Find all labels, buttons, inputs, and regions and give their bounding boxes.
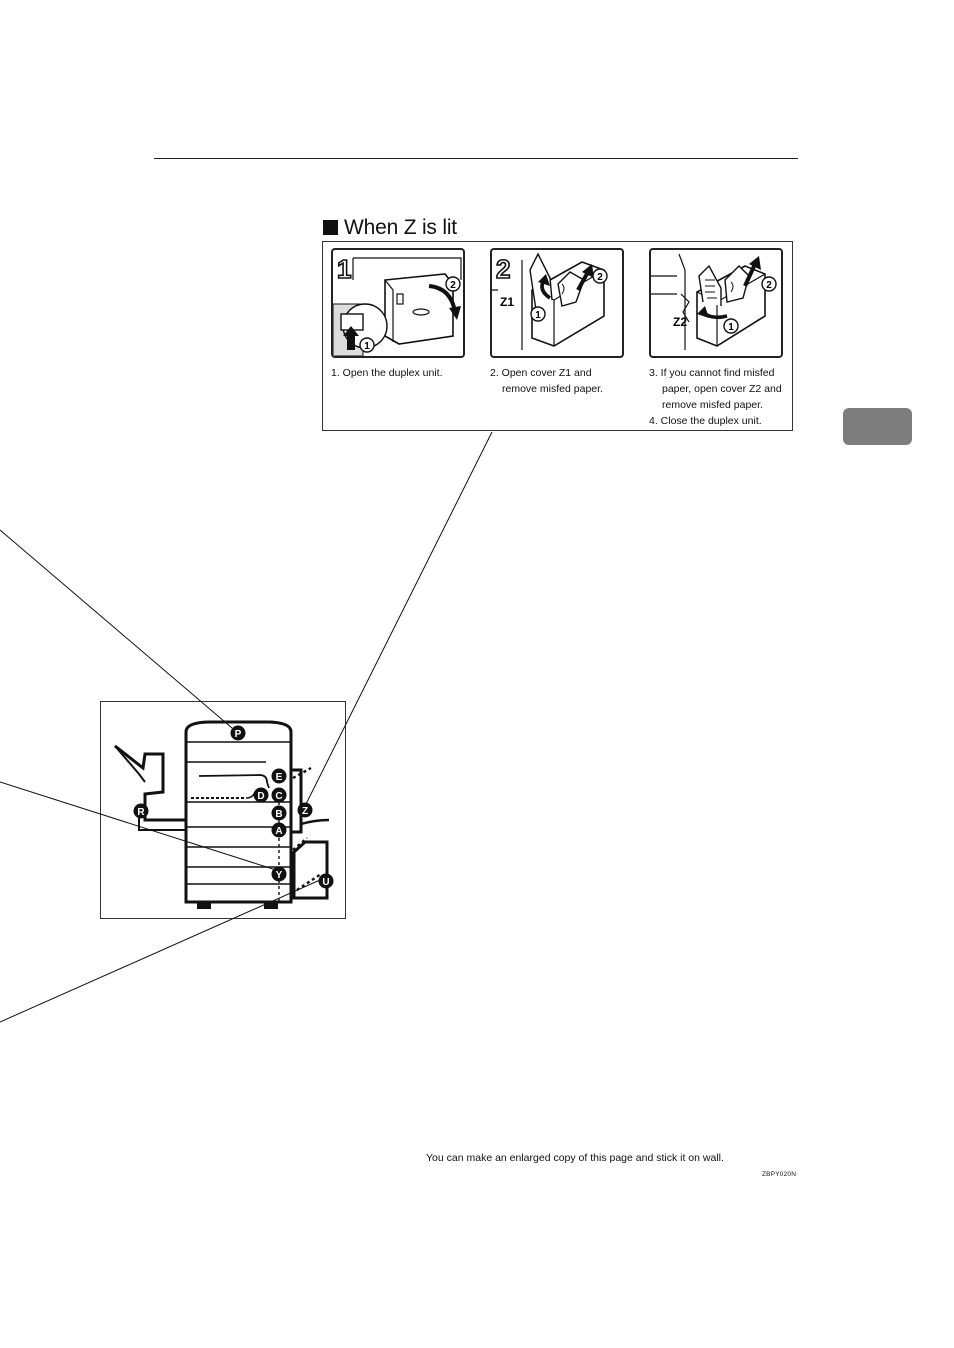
step-2-mark-1: 1 — [535, 310, 541, 321]
step-3-line-3: remove misfed paper. — [662, 399, 763, 411]
label-A: A — [275, 826, 282, 837]
step-2-line-1: 2. Open cover Z1 and — [490, 367, 592, 379]
footer-note: You can make an enlarged copy of this pa… — [426, 1152, 724, 1164]
step-3-cover-label: Z2 — [673, 315, 687, 329]
step-3-mark-2: 2 — [766, 280, 772, 291]
step-2-cover-label: Z1 — [500, 295, 514, 309]
step-3-text: 3. If you cannot find misfed paper, open… — [649, 365, 782, 429]
step-1-text: 1. Open the duplex unit. — [331, 365, 443, 381]
step-2-number: 2 — [496, 254, 510, 284]
image-code: ZBPY020N — [762, 1171, 797, 1178]
label-Z: Z — [302, 806, 308, 817]
section-heading: When Z is lit — [323, 214, 457, 242]
label-B: B — [275, 809, 282, 820]
label-P: P — [235, 729, 242, 740]
step-1-mark-2: 2 — [450, 280, 456, 291]
label-R: R — [137, 807, 145, 818]
step-3-mark-1: 1 — [728, 322, 734, 333]
top-rule — [154, 158, 798, 159]
step-2-illustration: 2 Z1 1 2 — [490, 248, 624, 358]
step-1-line-1: 1. Open the duplex unit. — [331, 367, 443, 379]
step-2-line-2: remove misfed paper. — [502, 383, 603, 395]
step-1-mark-1: 1 — [364, 341, 370, 352]
label-Y: Y — [276, 870, 283, 881]
step-3-line-1: 3. If you cannot find misfed — [649, 367, 775, 379]
step-2-text: 2. Open cover Z1 and remove misfed paper… — [490, 365, 603, 397]
steps-panel: 1 1 2 2 Z1 — [322, 241, 793, 431]
heading-text: When Z is lit — [344, 216, 457, 239]
step-4-line: 4. Close the duplex unit. — [649, 415, 762, 427]
step-3-illustration: Z2 1 2 — [649, 248, 783, 358]
label-E: E — [276, 772, 283, 783]
step-3-line-2: paper, open cover Z2 and — [662, 383, 782, 395]
label-D: D — [257, 791, 264, 802]
heading-square-icon — [323, 220, 338, 235]
step-1-number: 1 — [337, 254, 351, 284]
machine-overview-diagram: P E C D B A R Z Y U — [100, 701, 346, 919]
label-C: C — [275, 791, 282, 802]
section-tab — [843, 408, 912, 445]
label-U: U — [322, 877, 329, 888]
step-2-mark-2: 2 — [597, 272, 603, 283]
step-1-illustration: 1 1 2 — [331, 248, 465, 358]
